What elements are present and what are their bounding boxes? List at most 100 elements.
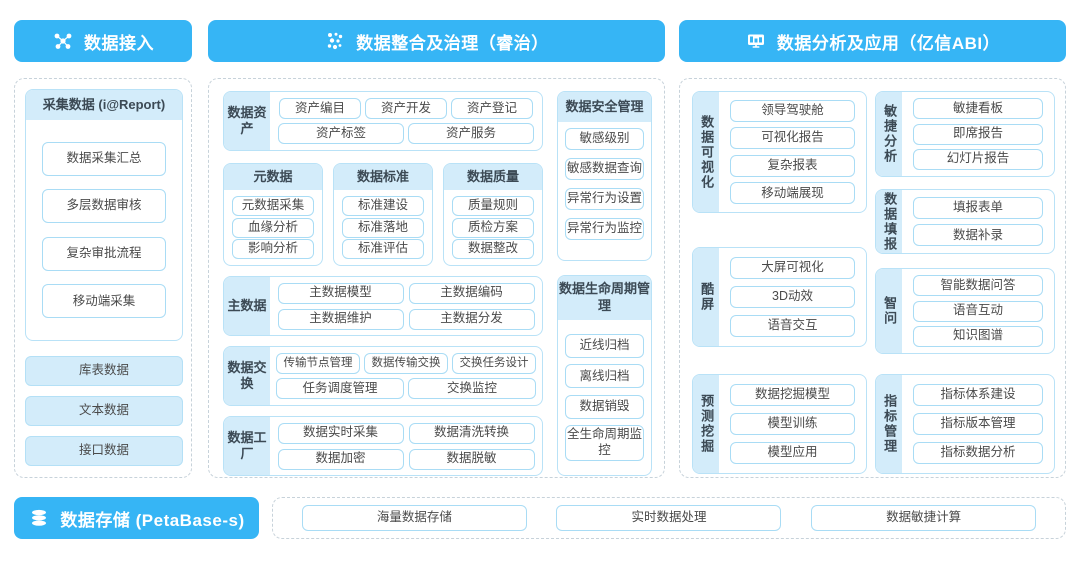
group-predictive-mining: 预测挖掘 数据挖掘模型 模型训练 模型应用 bbox=[692, 374, 867, 474]
list-item[interactable]: 数据脱敏 bbox=[408, 448, 535, 470]
list-item[interactable]: 资产登记 bbox=[451, 98, 533, 119]
list-item-source[interactable]: 库表数据 bbox=[25, 356, 183, 386]
list-item[interactable]: 模型训练 bbox=[730, 413, 855, 435]
region-ingest: 采集数据 (i@Report) 数据采集汇总 多层数据审核 复杂审批流程 移动端… bbox=[14, 78, 192, 478]
list-item[interactable]: 传输节点管理 bbox=[276, 353, 360, 374]
group-cool-screen: 酷屏 大屏可视化 3D动效 语音交互 bbox=[692, 247, 867, 347]
list-item[interactable]: 智能数据问答 bbox=[913, 275, 1043, 297]
group-label-cool-screen: 酷屏 bbox=[693, 248, 719, 346]
group-label-data-factory: 数据工厂 bbox=[224, 417, 270, 475]
list-item[interactable]: 全生命周期监控 bbox=[565, 424, 644, 461]
list-item[interactable]: 标准落地 bbox=[342, 217, 424, 238]
list-item[interactable]: 语音互动 bbox=[913, 300, 1043, 322]
group-data-exchange: 数据交换 传输节点管理 数据传输交换 交换任务设计 任务调度管理 交换监控 bbox=[223, 346, 543, 406]
group-label-data-reporting: 数据填报 bbox=[876, 190, 902, 253]
monitor-icon bbox=[745, 30, 767, 52]
list-item[interactable]: 幻灯片报告 bbox=[913, 148, 1043, 170]
list-item[interactable]: 交换任务设计 bbox=[452, 353, 536, 374]
list-item[interactable]: 可视化报告 bbox=[730, 127, 855, 150]
list-item[interactable]: 知识图谱 bbox=[913, 325, 1043, 347]
list-item[interactable]: 即席报告 bbox=[913, 123, 1043, 145]
list-item[interactable]: 血缘分析 bbox=[232, 217, 314, 238]
list-item[interactable]: 资产开发 bbox=[365, 98, 447, 119]
list-item[interactable]: 异常行为监控 bbox=[565, 218, 644, 240]
list-item[interactable]: 元数据采集 bbox=[232, 195, 314, 216]
list-item[interactable]: 敏捷看板 bbox=[913, 98, 1043, 120]
region-govern: 数据资产 资产编目 资产开发 资产登记 资产标签 资产服务 元数据 元数据采集 … bbox=[208, 78, 665, 478]
list-item[interactable]: 数据挖掘模型 bbox=[730, 384, 855, 406]
list-item[interactable]: 数据补录 bbox=[913, 224, 1043, 247]
list-item[interactable]: 质量规则 bbox=[452, 195, 534, 216]
header-label-govern: 数据整合及治理（睿治） bbox=[356, 33, 549, 53]
list-item[interactable]: 异常行为设置 bbox=[565, 188, 644, 210]
list-item[interactable]: 移动端展现 bbox=[730, 182, 855, 205]
group-label-indicator-management: 指标管理 bbox=[876, 375, 902, 473]
dots-cluster-icon bbox=[324, 30, 346, 52]
list-item[interactable]: 指标数据分析 bbox=[913, 442, 1043, 464]
list-item-storage[interactable]: 数据敏捷计算 bbox=[811, 505, 1037, 531]
list-item-storage[interactable]: 海量数据存储 bbox=[301, 505, 527, 531]
list-item[interactable]: 模型应用 bbox=[730, 442, 855, 464]
group-data-factory: 数据工厂 数据实时采集 数据清洗转换 数据加密 数据脱敏 bbox=[223, 416, 543, 476]
list-item[interactable]: 数据清洗转换 bbox=[408, 422, 535, 444]
list-item[interactable]: 复杂报表 bbox=[730, 154, 855, 177]
list-item[interactable]: 数据整改 bbox=[452, 239, 534, 260]
list-item[interactable]: 数据传输交换 bbox=[364, 353, 448, 374]
header-badge-govern[interactable]: 数据整合及治理（睿治） bbox=[208, 20, 665, 62]
group-indicator-management: 指标管理 指标体系建设 指标版本管理 指标数据分析 bbox=[875, 374, 1055, 474]
list-item-source[interactable]: 接口数据 bbox=[25, 436, 183, 466]
list-item[interactable]: 领导驾驶舱 bbox=[730, 99, 855, 122]
card-title-metadata: 元数据 bbox=[224, 164, 322, 190]
header-badge-storage[interactable]: 数据存储 (PetaBase-s) bbox=[14, 497, 259, 539]
list-item[interactable]: 3D动效 bbox=[730, 286, 855, 308]
list-item[interactable]: 主数据模型 bbox=[277, 282, 404, 304]
list-item[interactable]: 资产标签 bbox=[278, 123, 404, 144]
list-item[interactable]: 主数据编码 bbox=[408, 282, 535, 304]
list-item[interactable]: 数据实时采集 bbox=[277, 422, 404, 444]
list-item[interactable]: 敏感级别 bbox=[565, 128, 644, 150]
list-item[interactable]: 数据采集汇总 bbox=[42, 141, 166, 176]
group-data-reporting: 数据填报 填报表单 数据补录 bbox=[875, 189, 1055, 254]
header-label-storage: 数据存储 (PetaBase-s) bbox=[60, 510, 245, 530]
list-item[interactable]: 填报表单 bbox=[913, 196, 1043, 219]
list-item[interactable]: 任务调度管理 bbox=[276, 378, 404, 399]
list-item[interactable]: 语音交互 bbox=[730, 315, 855, 337]
card-title-data-standard: 数据标准 bbox=[334, 164, 432, 190]
list-item[interactable]: 影响分析 bbox=[232, 239, 314, 260]
list-item-source[interactable]: 文本数据 bbox=[25, 396, 183, 426]
region-storage: 海量数据存储 实时数据处理 数据敏捷计算 bbox=[272, 497, 1066, 539]
list-item[interactable]: 指标版本管理 bbox=[913, 413, 1043, 435]
group-label-predictive-mining: 预测挖掘 bbox=[693, 375, 719, 473]
group-label-smart-qa: 智问 bbox=[876, 269, 902, 353]
database-stack-icon bbox=[28, 507, 50, 529]
header-badge-analyze[interactable]: 数据分析及应用（亿信ABI） bbox=[679, 20, 1066, 62]
group-label-agile-analysis: 敏捷分析 bbox=[876, 92, 902, 176]
list-item[interactable]: 主数据分发 bbox=[408, 308, 535, 330]
card-collect-data: 采集数据 (i@Report) 数据采集汇总 多层数据审核 复杂审批流程 移动端… bbox=[25, 89, 183, 341]
list-item[interactable]: 多层数据审核 bbox=[42, 189, 166, 224]
list-item[interactable]: 离线归档 bbox=[565, 364, 644, 389]
list-item[interactable]: 近线归档 bbox=[565, 334, 644, 359]
list-item[interactable]: 复杂审批流程 bbox=[42, 236, 166, 271]
header-label-analyze: 数据分析及应用（亿信ABI） bbox=[776, 33, 1001, 53]
list-item[interactable]: 标准建设 bbox=[342, 195, 424, 216]
card-data-lifecycle: 数据生命周期管理 近线归档 离线归档 数据销毁 全生命周期监控 bbox=[557, 275, 652, 476]
list-item[interactable]: 资产服务 bbox=[408, 123, 534, 144]
list-item[interactable]: 质检方案 bbox=[452, 217, 534, 238]
network-nodes-icon bbox=[52, 30, 74, 52]
list-item[interactable]: 敏感数据查询 bbox=[565, 158, 644, 180]
list-item[interactable]: 大屏可视化 bbox=[730, 257, 855, 279]
list-item[interactable]: 数据销毁 bbox=[565, 394, 644, 419]
list-item[interactable]: 交换监控 bbox=[408, 378, 536, 399]
list-item[interactable]: 主数据维护 bbox=[277, 308, 404, 330]
list-item-storage[interactable]: 实时数据处理 bbox=[556, 505, 782, 531]
header-badge-ingest[interactable]: 数据接入 bbox=[14, 20, 192, 62]
list-item[interactable]: 指标体系建设 bbox=[913, 384, 1043, 406]
list-item[interactable]: 标准评估 bbox=[342, 239, 424, 260]
list-item[interactable]: 资产编目 bbox=[279, 98, 361, 119]
list-item[interactable]: 移动端采集 bbox=[42, 284, 166, 319]
card-data-quality: 数据质量 质量规则 质检方案 数据整改 bbox=[443, 163, 543, 266]
list-item[interactable]: 数据加密 bbox=[277, 448, 404, 470]
card-metadata: 元数据 元数据采集 血缘分析 影响分析 bbox=[223, 163, 323, 266]
